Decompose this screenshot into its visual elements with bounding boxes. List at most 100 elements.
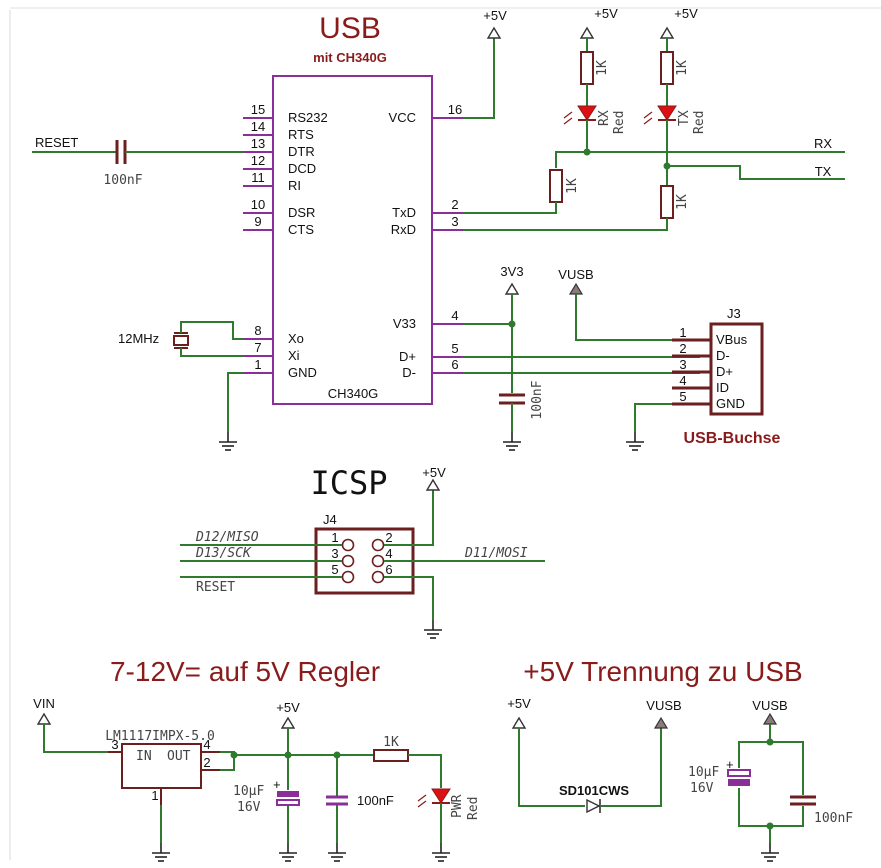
p5v-arrow-icon bbox=[486, 26, 502, 39]
svg-text:GND: GND bbox=[716, 396, 745, 411]
r-tx-led-value: 1K bbox=[675, 60, 690, 76]
c100n-value: 100nF bbox=[357, 793, 394, 808]
c10u-b-voltage: 16V bbox=[690, 781, 714, 796]
j4-name: J4 bbox=[323, 512, 337, 527]
svg-text:5: 5 bbox=[679, 389, 686, 404]
p5v-arrow-icon-2 bbox=[579, 26, 595, 39]
svg-text:V33: V33 bbox=[393, 316, 416, 331]
led-pwr-label: PWR bbox=[450, 794, 465, 818]
reg-out-label: OUT bbox=[167, 749, 191, 764]
usb-title: USB bbox=[319, 12, 381, 45]
svg-text:RI: RI bbox=[288, 178, 301, 193]
r-tx-led bbox=[660, 51, 674, 85]
svg-text:GND: GND bbox=[288, 365, 317, 380]
tx-net-label: TX bbox=[815, 164, 832, 179]
p5v-arrow-icon-3 bbox=[659, 26, 675, 39]
j4-pin-numbers: 1 2 3 4 5 6 bbox=[331, 530, 392, 577]
led-tx-icon bbox=[657, 105, 677, 121]
ground-icon-j3 bbox=[625, 431, 645, 451]
r-rx bbox=[549, 169, 563, 203]
crystal-icon bbox=[173, 335, 189, 346]
svg-text:4: 4 bbox=[679, 373, 686, 388]
c10u-b-plate-b bbox=[728, 779, 750, 786]
led-rx-icon bbox=[577, 105, 597, 121]
v3v3-arrow-icon bbox=[504, 282, 520, 295]
ground-icon-c100n bbox=[327, 842, 347, 862]
svg-text:16: 16 bbox=[448, 102, 462, 117]
reg-pin4: 4 bbox=[203, 737, 210, 752]
svg-text:12: 12 bbox=[251, 153, 265, 168]
svg-text:2: 2 bbox=[451, 197, 458, 212]
vusb-arrow-icon-3 bbox=[762, 712, 778, 725]
svg-text:D+: D+ bbox=[716, 364, 733, 379]
svg-text:VBus: VBus bbox=[716, 332, 748, 347]
svg-text:4: 4 bbox=[451, 308, 458, 323]
svg-text:9: 9 bbox=[254, 214, 261, 229]
svg-text:2: 2 bbox=[679, 341, 686, 356]
c100n-b-value: 100nF bbox=[814, 811, 853, 826]
j3-pin-labels: VBus D- D+ ID GND bbox=[716, 332, 748, 411]
r-rx-value: 1K bbox=[565, 178, 580, 194]
led-rx-color: Red bbox=[612, 111, 627, 134]
reg-pin1: 1 bbox=[151, 788, 158, 803]
ground-icon-c10u bbox=[278, 842, 298, 862]
vusb-arrow-icon-2 bbox=[653, 716, 669, 729]
ic-right-pin-labels: VCC TxD RxD V33 D+ D- bbox=[389, 110, 416, 380]
svg-text:D+: D+ bbox=[399, 349, 416, 364]
svg-text:DCD: DCD bbox=[288, 161, 316, 176]
svg-text:CTS: CTS bbox=[288, 222, 314, 237]
svg-text:TxD: TxD bbox=[392, 205, 416, 220]
ic-left-pin-numbers: 15 14 13 12 11 10 9 8 7 1 bbox=[251, 102, 265, 372]
vusb-label-1: VUSB bbox=[558, 267, 593, 282]
crystal-value: 12MHz bbox=[118, 331, 159, 346]
c10u-voltage: 16V bbox=[237, 800, 261, 815]
led-tx-color: Red bbox=[692, 111, 707, 134]
ground-icon-reg bbox=[151, 842, 171, 862]
r-rx-led bbox=[580, 51, 594, 85]
svg-text:2: 2 bbox=[385, 530, 392, 545]
svg-text:DTR: DTR bbox=[288, 144, 315, 159]
rx-net-wire bbox=[555, 151, 845, 168]
ground-icon-ic bbox=[218, 431, 238, 451]
j3-connector bbox=[709, 322, 764, 416]
ic-right-pin-numbers: 16 2 3 4 5 6 bbox=[448, 102, 462, 372]
c10u-plate-b bbox=[276, 799, 300, 806]
svg-text:RxD: RxD bbox=[391, 222, 416, 237]
vusb-arrow-icon-1 bbox=[568, 282, 584, 295]
p5v-label-3: +5V bbox=[674, 6, 698, 21]
reg-pin3: 3 bbox=[111, 737, 118, 752]
led-rx-label: RX bbox=[597, 110, 612, 126]
p5v-label-2: +5V bbox=[594, 6, 618, 21]
svg-text:6: 6 bbox=[385, 562, 392, 577]
p5v-label-1: +5V bbox=[483, 8, 507, 23]
svg-text:DSR: DSR bbox=[288, 205, 315, 220]
svg-text:11: 11 bbox=[251, 170, 265, 185]
svg-text:VCC: VCC bbox=[389, 110, 416, 125]
r-pwr-value: 1K bbox=[383, 735, 399, 750]
svg-text:RS232: RS232 bbox=[288, 110, 328, 125]
svg-text:1: 1 bbox=[331, 530, 338, 545]
c10u-b-plate-a bbox=[727, 769, 751, 777]
ch340g-body bbox=[272, 75, 433, 405]
p5v-arrow-icon-5 bbox=[280, 716, 296, 729]
reg-in-label: IN bbox=[136, 749, 152, 764]
svg-text:1: 1 bbox=[254, 357, 261, 372]
regler-title: 7-12V= auf 5V Regler bbox=[110, 656, 380, 687]
svg-text:14: 14 bbox=[251, 119, 265, 134]
ground-icon-trennung bbox=[760, 842, 780, 862]
svg-text:8: 8 bbox=[254, 323, 261, 338]
r-tx bbox=[660, 185, 674, 219]
usb-subtitle: mit CH340G bbox=[313, 50, 387, 65]
diode-icon bbox=[586, 798, 601, 814]
sck-label: D13/SCK bbox=[195, 546, 252, 561]
reset-net-label: RESET bbox=[35, 135, 78, 150]
svg-text:15: 15 bbox=[251, 102, 265, 117]
j3-pins bbox=[672, 338, 711, 406]
ic-left-pin-labels: RS232 RTS DTR DCD RI DSR CTS Xo Xi GND bbox=[288, 110, 328, 380]
reset2-label: RESET bbox=[196, 580, 235, 595]
svg-text:3: 3 bbox=[451, 214, 458, 229]
miso-label: D12/MISO bbox=[195, 530, 259, 545]
vusb-label-2: VUSB bbox=[646, 698, 681, 713]
svg-text:4: 4 bbox=[385, 546, 392, 561]
